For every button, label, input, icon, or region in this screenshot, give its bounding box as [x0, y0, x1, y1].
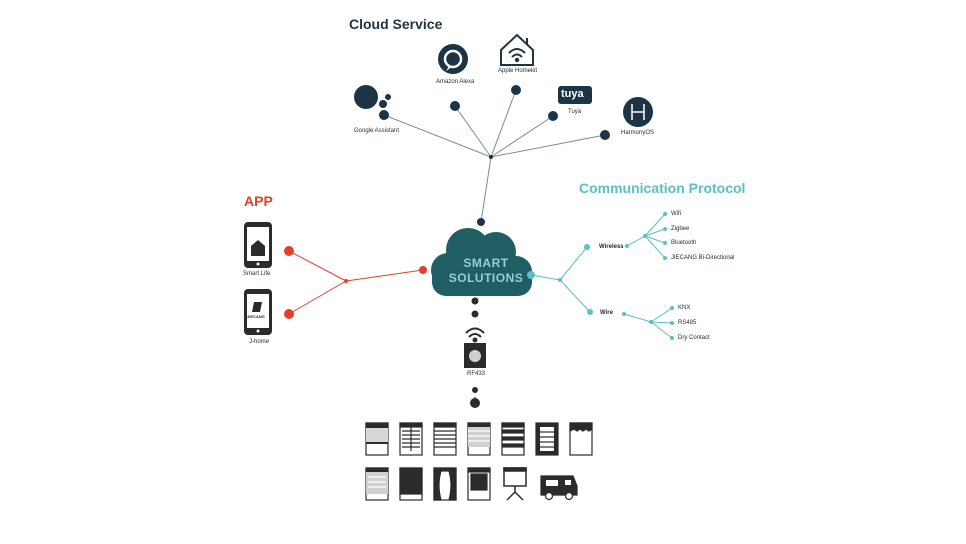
homekit-icon [500, 33, 534, 66]
smart-life-label: Smart Life [243, 271, 271, 277]
rf-chain-nodes [470, 297, 480, 408]
app-heading: APP [244, 193, 273, 209]
awning-icon [569, 422, 593, 456]
j-home-label: J-home [249, 339, 270, 345]
wifi-label: Wifi [671, 211, 681, 217]
tuya-icon [558, 86, 592, 104]
projector-screen-icon [503, 467, 527, 501]
vertical-blind-icon [467, 422, 491, 456]
cloud-title-line2: SOLUTIONS [448, 271, 524, 285]
harmonyos-icon [623, 97, 653, 127]
rv-icon [540, 475, 578, 501]
dry-contact-label: Dry Contact [678, 335, 710, 341]
rs485-label: RS485 [678, 320, 697, 326]
rf433-label: RF433 [467, 371, 486, 377]
bluetooth-label: Bluetooth [671, 240, 697, 246]
protocol-nodes [527, 212, 674, 340]
cloud-service-nodes [379, 85, 610, 226]
zebra-blind-icon [501, 422, 525, 456]
jiecang-bidirectional-label: JIECANG Bi-Directional [671, 255, 735, 261]
venetian-blind-icon [399, 422, 423, 456]
smart-solutions-cloud [431, 228, 532, 296]
alexa-icon [438, 44, 468, 74]
tuya-logo-text: tuya [561, 88, 584, 100]
smart-life-phone-icon [244, 222, 272, 268]
roller-blind-icon [365, 422, 389, 456]
knx-label: KNX [678, 305, 691, 311]
zigbee-label: Zigbee [671, 226, 690, 232]
apple-homekit-label: Apple Homekit [498, 68, 538, 74]
app-connectors [288, 250, 424, 315]
roller-shade-icon [365, 467, 389, 501]
film-blind-icon [535, 422, 559, 456]
jiecang-logo-text: JIECANG [247, 314, 265, 319]
app-nodes [284, 246, 427, 319]
blackout-shade-icon [399, 467, 423, 501]
cloud-service-heading: Cloud Service [349, 16, 443, 32]
rf-remote-icon [464, 343, 486, 368]
wireless-label: Wireless [599, 244, 624, 250]
harmonyos-label: HarmonyOS [621, 130, 655, 136]
protocol-connectors [530, 213, 673, 339]
wire-label: Wire [600, 310, 613, 316]
cloud-service-connectors [383, 89, 606, 223]
j-home-phone-icon [244, 289, 272, 335]
wifi-signal-icon [465, 327, 485, 343]
tuya-label: Tuya [568, 109, 582, 115]
shutter-icon [433, 422, 457, 456]
communication-protocol-heading: Communication Protocol [579, 180, 746, 196]
curtain-icon [433, 467, 457, 501]
screen-icon [467, 467, 491, 501]
amazon-alexa-label: Amazon Alexa [436, 79, 475, 85]
google-assistant-icon [354, 85, 391, 109]
cloud-title-line1: SMART [463, 256, 509, 270]
google-assistant-label: Google Assistant [354, 128, 400, 134]
